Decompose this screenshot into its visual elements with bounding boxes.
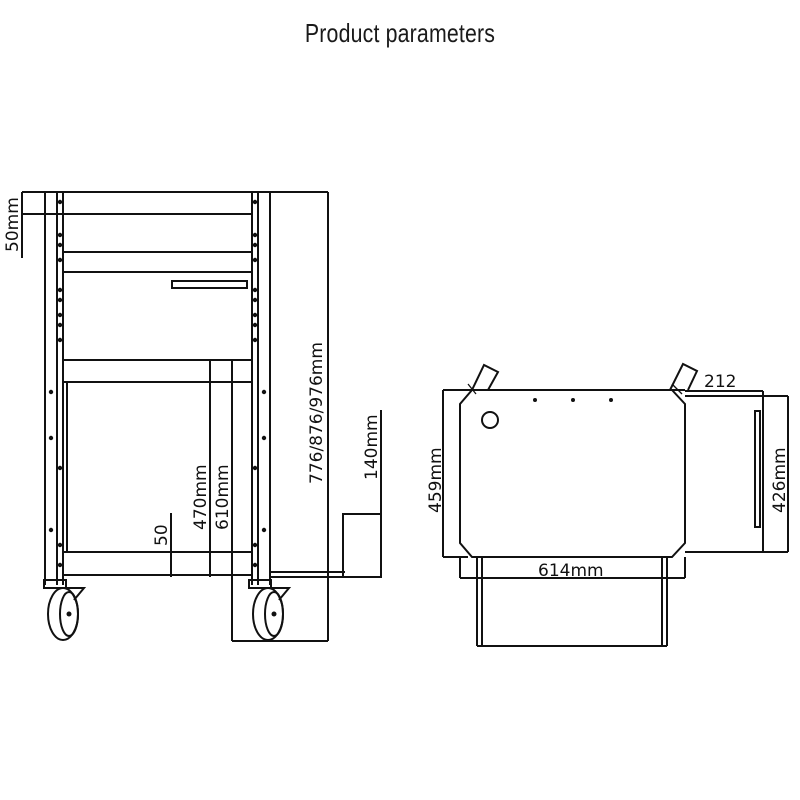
side-width-label: 212 (704, 372, 736, 392)
page-title: Product parameters (304, 18, 496, 48)
side-view: 50mm 776/876/976mm 140mm 50 470mm 610mm (3, 191, 382, 642)
top-clearance-label: 50mm (3, 197, 23, 252)
total-height-label: 776/876/976mm (307, 342, 327, 484)
width-label: 614mm (538, 561, 604, 581)
middle-shelf-height-label: 610mm (213, 464, 233, 530)
top-view: 459mm 426mm 614mm 212 (426, 362, 790, 647)
left-caster-icon (43, 579, 87, 641)
lower-shelf-height-label: 470mm (191, 464, 211, 530)
pedal-height-label: 140mm (362, 414, 382, 480)
right-caster-icon (248, 579, 292, 641)
depth-label: 459mm (426, 447, 446, 513)
bottom-offset-label: 50 (152, 524, 172, 546)
side-depth-label: 426mm (770, 447, 790, 513)
